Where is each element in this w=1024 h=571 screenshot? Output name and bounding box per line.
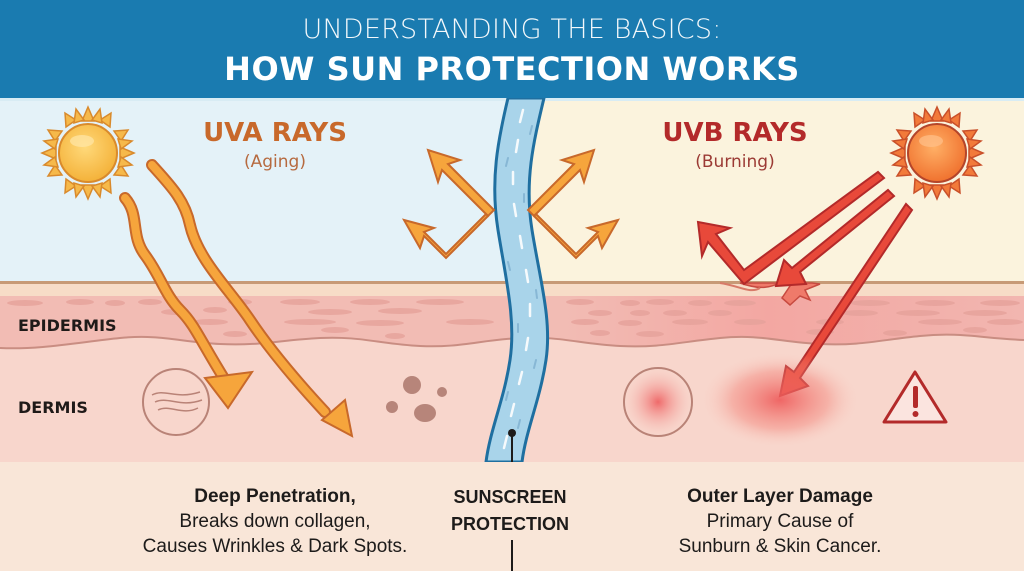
dermis-label: DERMIS — [18, 398, 88, 417]
uva-desc-line1: Deep Penetration, — [194, 486, 356, 507]
dark-spots-icon — [386, 376, 447, 422]
uva-description: Deep Penetration, Breaks down collagen, … — [110, 484, 440, 559]
uva-title: UVA RAYS — [203, 118, 347, 148]
header: UNDERSTANDING THE BASICS: HOW SUN PROTEC… — [0, 0, 1024, 98]
warning-icon — [882, 370, 948, 424]
collagen-circle-icon — [142, 368, 210, 436]
uva-desc-line3: Causes Wrinkles & Dark Spots. — [142, 536, 408, 557]
uva-subtitle: (Aging) — [244, 152, 306, 172]
uvb-subtitle: (Burning) — [695, 152, 775, 172]
uvb-title: UVB RAYS — [662, 118, 808, 148]
sunscreen-label: SUNSCREEN PROTECTION — [425, 484, 595, 538]
uvb-description: Outer Layer Damage Primary Cause of Sunb… — [630, 484, 930, 559]
uva-sun-icon — [40, 105, 136, 201]
sunscreen-label-line1: SUNSCREEN — [453, 487, 567, 507]
header-title: HOW SUN PROTECTION WORKS — [224, 50, 800, 88]
epidermis-label: EPIDERMIS — [18, 316, 117, 335]
uvb-desc-line3: Sunburn & Skin Cancer. — [678, 536, 882, 557]
footer: Deep Penetration, Breaks down collagen, … — [0, 462, 1024, 571]
diagram-scene — [0, 98, 1024, 462]
reflect-arrow-icon — [401, 148, 621, 260]
uvb-arrows — [696, 170, 914, 398]
sunscreen-layer — [484, 98, 550, 462]
uva-desc-line2: Breaks down collagen, — [179, 511, 371, 532]
uva-wave-arrow-1 — [119, 192, 255, 410]
uvb-sun-icon — [889, 105, 985, 201]
sunscreen-label-line2: PROTECTION — [450, 514, 569, 534]
uvb-desc-line1: Outer Layer Damage — [687, 486, 873, 507]
uvb-desc-line2: Primary Cause of — [706, 511, 854, 532]
pointer-line — [511, 540, 513, 571]
header-subtitle: UNDERSTANDING THE BASICS: — [302, 14, 722, 45]
uva-wave-arrow-2 — [146, 159, 354, 438]
burn-circle-icon — [623, 367, 693, 437]
burn-glow — [700, 352, 860, 448]
